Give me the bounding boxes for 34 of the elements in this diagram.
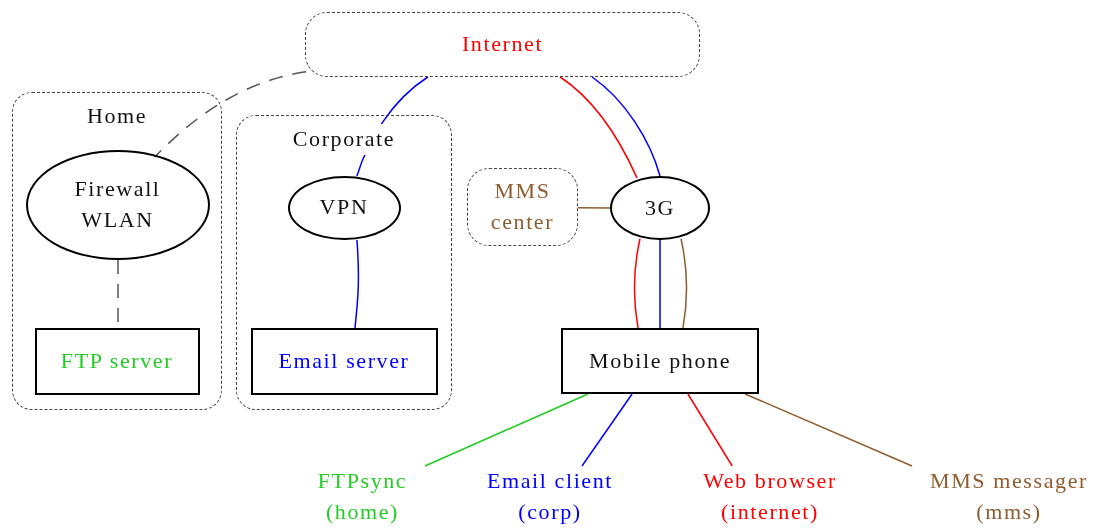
connector-line: [581, 393, 633, 467]
connector-line: [680, 237, 688, 329]
node-label: 3G: [644, 193, 676, 222]
node-label: Email server: [278, 346, 410, 375]
connector-line: [354, 239, 360, 329]
process-box: [34, 327, 200, 395]
connector-line: [577, 207, 611, 209]
process-box: [250, 327, 438, 395]
node-label: MMS center: [489, 177, 556, 236]
connector-line: [424, 393, 589, 467]
node-label: Web browser (internet): [702, 467, 838, 526]
node-label: Email client (corp): [485, 467, 615, 526]
connector-line: [591, 76, 661, 177]
connector-line: [154, 71, 307, 158]
connector-line: [687, 393, 733, 467]
process-box: [561, 328, 759, 394]
connector-line: [633, 237, 641, 329]
node-label: VPN: [319, 193, 369, 222]
node-label: Firewall WLAN: [73, 174, 162, 234]
connector-line: [744, 393, 913, 467]
node-label: Mobile phone: [589, 346, 731, 375]
ellipse-node: [25, 149, 210, 260]
connector-line: [559, 76, 638, 179]
network-region: [305, 12, 700, 77]
group-frame: [236, 115, 452, 410]
node-label: FTP server: [60, 346, 174, 375]
node-label: FTPsync (home): [316, 467, 409, 526]
connector-line: [659, 239, 661, 329]
ellipse-node: [610, 176, 710, 240]
node-label: Internet: [461, 30, 544, 59]
service-region: [467, 168, 578, 246]
node-label: MMS messager (mms): [929, 467, 1089, 526]
group-frame: [12, 92, 222, 410]
ellipse-node: [287, 175, 401, 240]
